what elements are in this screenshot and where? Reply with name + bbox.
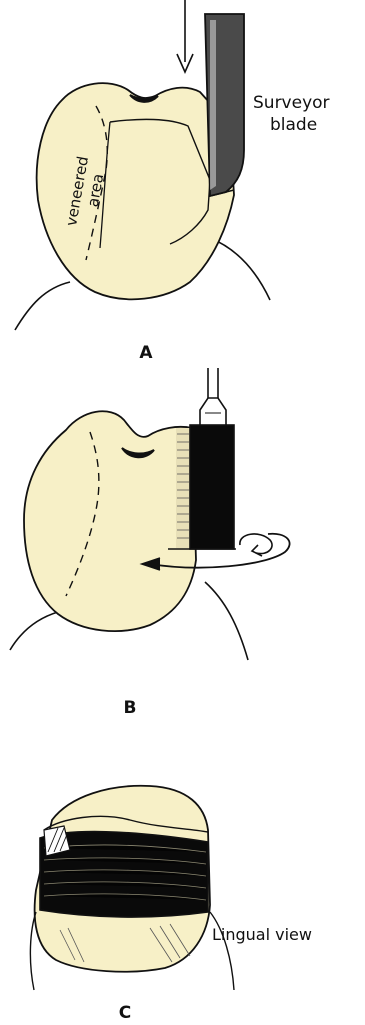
surveyor-blade-highlight — [210, 20, 216, 190]
panel-c: Lingual view C — [30, 786, 312, 1023]
panel-c-letter: C — [119, 1003, 131, 1023]
rotation-loop-icon — [240, 534, 272, 554]
panel-b: B — [10, 368, 290, 718]
blade-label: blade — [270, 115, 317, 135]
tooth-b — [24, 411, 196, 631]
panel-a-letter: A — [139, 343, 153, 363]
surveyor-label: Surveyor — [253, 93, 330, 113]
panel-a: Surveyor blade veneered area A — [15, 0, 330, 363]
bur-collet — [200, 398, 226, 426]
tooth-a — [37, 83, 234, 299]
cylindrical-bur — [190, 425, 234, 549]
panel-b-letter: B — [124, 698, 137, 718]
lingual-view-caption: Lingual view — [212, 925, 312, 944]
